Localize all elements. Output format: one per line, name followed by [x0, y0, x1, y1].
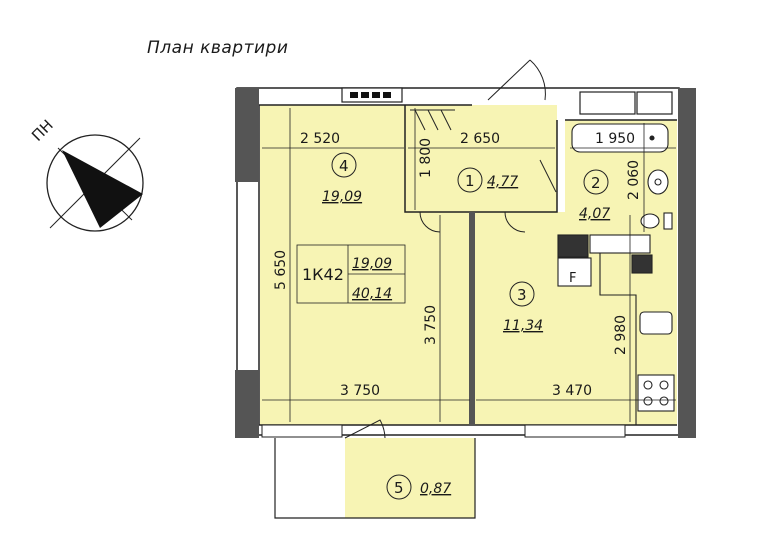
partition-block	[469, 212, 475, 425]
room-number-circle	[583, 169, 609, 195]
window-bottom	[261, 424, 343, 438]
entry-door-leaf	[487, 59, 531, 101]
dimension-text: 1 950	[595, 131, 635, 147]
burner-icon	[659, 396, 669, 406]
kitchen-fixtures	[557, 234, 675, 425]
dimension-texts: 2 520 2 650 1 950 3 750 3 470 1 800 2 06…	[273, 131, 642, 399]
door-swing-room4	[419, 211, 441, 233]
compass-label: ПН	[28, 116, 57, 145]
apartment-legend: 1К42 19,09 40,14	[296, 244, 406, 304]
room-number: 3	[517, 286, 527, 304]
door-swing-bath	[539, 159, 557, 193]
burner-icon	[659, 380, 669, 390]
apartment-code: 1К42	[302, 265, 344, 284]
burner-icon	[643, 380, 653, 390]
vent-box	[579, 91, 636, 115]
wardrobe-hatch	[440, 109, 452, 131]
sink-drain-icon	[654, 178, 662, 186]
flue-box	[557, 257, 592, 287]
total-area: 40,14	[352, 286, 392, 302]
room-area: 0,87	[420, 481, 451, 497]
balcony	[274, 438, 476, 519]
room-labels: 4 19,09 1 4,77 2 4,07 3 11,34 5 0,87 F	[322, 152, 610, 500]
window-pane	[372, 92, 380, 98]
dimension-text: 3 750	[340, 383, 380, 399]
entry-door-swing	[529, 59, 546, 101]
compass: ПН	[28, 116, 144, 232]
room-number-circle	[457, 167, 483, 193]
wall-blocks	[235, 88, 696, 438]
window-bottom	[524, 424, 626, 438]
room-fills	[260, 105, 677, 518]
bathtub-drain-icon	[649, 135, 655, 141]
doors	[344, 59, 557, 439]
window-pane	[383, 92, 391, 98]
compass-circle	[46, 134, 144, 232]
room-area: 4,77	[487, 174, 518, 190]
dimension-lines	[262, 108, 676, 422]
plan-title: План квартири	[147, 38, 289, 58]
stove-top	[631, 254, 653, 274]
room5-fill	[345, 438, 475, 518]
room-number: 1	[465, 172, 475, 190]
room-number: 2	[591, 174, 601, 192]
north-arrow-icon	[62, 150, 143, 228]
dimension-text: 2 980	[613, 315, 629, 355]
counter-run	[599, 253, 637, 425]
dimension-text: 1 800	[418, 138, 434, 178]
room-number-circle	[386, 474, 412, 500]
room-number-circle	[509, 281, 535, 307]
vent-box	[636, 91, 673, 115]
wardrobe-hatch	[414, 109, 426, 131]
dimension-text: 3 750	[423, 305, 439, 345]
room-number: 4	[339, 157, 349, 175]
room-number: 5	[394, 479, 404, 497]
dimension-text: 2 650	[460, 131, 500, 147]
room-area: 19,09	[322, 189, 362, 205]
vent-shaft-icon	[557, 234, 589, 258]
window-pane	[361, 92, 369, 98]
cooktop-icon	[637, 374, 675, 412]
toilet-icon	[640, 213, 660, 229]
living-area: 19,09	[352, 256, 392, 272]
wall-column	[678, 88, 696, 438]
window-pane	[350, 92, 358, 98]
counter-icon	[589, 234, 651, 254]
door-swing-kitchen	[504, 211, 526, 233]
balcony-outline	[274, 438, 476, 519]
flue-label: F	[569, 271, 576, 286]
room-number-circle	[331, 152, 357, 178]
dimension-text: 3 470	[552, 383, 592, 399]
room-area: 11,34	[503, 318, 543, 334]
wall-column	[235, 370, 259, 438]
hall-wall	[404, 105, 558, 213]
dimension-text: 5 650	[273, 250, 289, 290]
room-area: 4,07	[579, 206, 610, 222]
balcony-door-swing	[344, 419, 386, 439]
dimension-text: 2 060	[626, 160, 642, 200]
toilet-tank-icon	[663, 212, 673, 230]
burner-icon	[643, 396, 653, 406]
dimension-text: 2 520	[300, 131, 340, 147]
room1-fill	[405, 105, 557, 212]
wardrobe-hatch	[427, 109, 439, 131]
kitchen-sink-icon	[639, 311, 673, 335]
windows	[261, 87, 673, 438]
wall-column	[235, 88, 259, 182]
